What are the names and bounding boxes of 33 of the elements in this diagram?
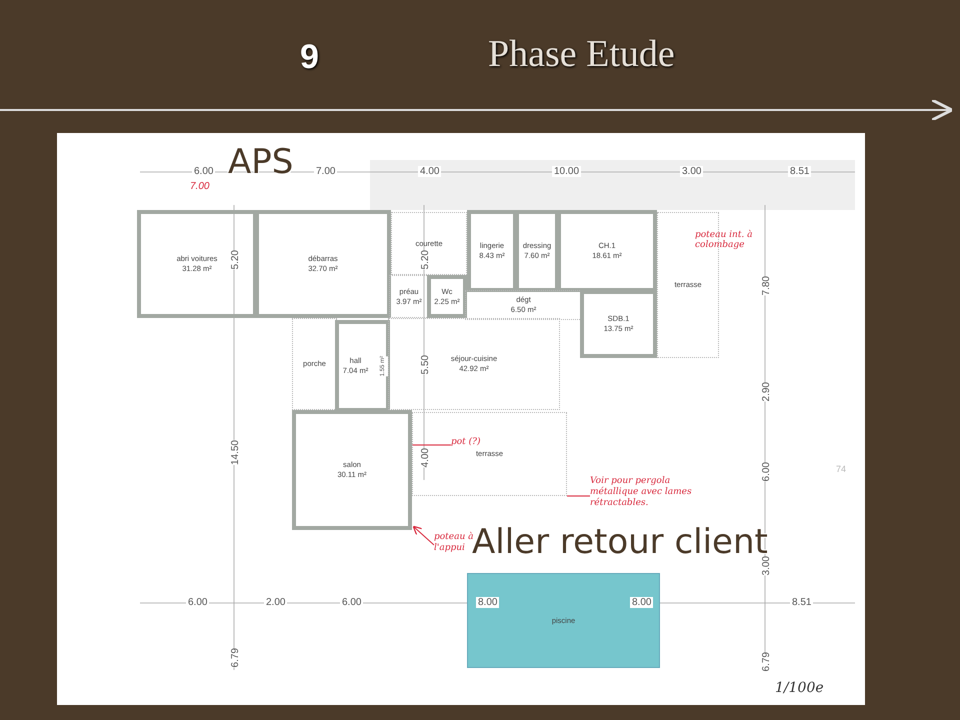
dimension-text: 7.00 — [314, 166, 338, 177]
room — [467, 210, 517, 292]
dimension-text: 6.00 — [186, 597, 210, 608]
room — [427, 275, 467, 318]
room — [292, 410, 412, 530]
dimension-text: 6.00 — [192, 166, 216, 177]
handwritten-correction: 7.00 — [190, 181, 210, 192]
dimension-text: 8.00 — [476, 597, 500, 608]
dimension-text: 8.00 — [630, 597, 654, 608]
handwritten-note: poteau int. à colombage — [695, 230, 754, 250]
room — [515, 210, 559, 292]
page-number: 74 — [836, 464, 846, 474]
leader-line — [412, 526, 434, 546]
pool — [467, 573, 660, 668]
handwritten-note: Voir pour pergola métallique avec lames rétractables. — [590, 476, 720, 516]
dimension-text: 10.00 — [552, 166, 582, 177]
scale-note: 1/100e — [775, 680, 824, 696]
room — [580, 290, 657, 358]
slide-number: 9 — [300, 38, 319, 77]
dimension-text: 4.00 — [418, 166, 442, 177]
open-area — [292, 318, 337, 410]
open-area — [465, 290, 582, 320]
dimension-text: 3.00 — [680, 166, 704, 177]
stage-label: APS — [228, 142, 294, 182]
dimension-text: 8.51 — [790, 597, 814, 608]
room — [557, 210, 657, 292]
open-area — [389, 275, 429, 318]
dimension-text: 6.00 — [340, 597, 364, 608]
leader-line — [412, 444, 452, 446]
dimension-text: 2.00 — [264, 597, 288, 608]
slide-title: Phase Etude — [488, 32, 675, 76]
dimension-text: 8.51 — [788, 166, 812, 177]
room — [255, 210, 391, 318]
